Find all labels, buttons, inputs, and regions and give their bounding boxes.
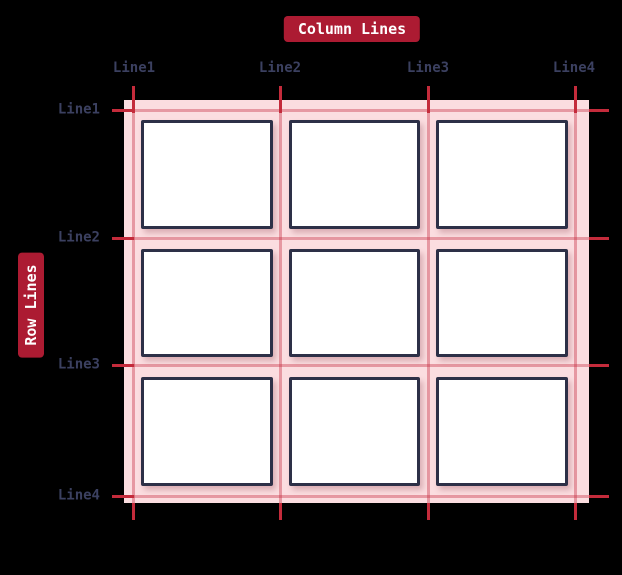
column-line-tick-top-3: [426, 86, 430, 113]
row-grid-line-1: [124, 108, 589, 112]
row-line-label-3: Line3: [57, 356, 100, 373]
row-lines-badge: Row Lines: [18, 252, 44, 358]
column-line-tick-top-2: [279, 86, 282, 113]
grid-item: [141, 377, 273, 486]
column-line-label-2: Line2: [258, 60, 302, 76]
row-line-tick-left-4: [112, 494, 134, 498]
grid-item: [288, 248, 421, 358]
grid-cell: [133, 367, 281, 496]
row-line-tick-left-2: [112, 236, 134, 240]
column-line-tick-top-4: [574, 86, 577, 113]
grid-cells: [133, 110, 576, 496]
grid-cell: [281, 239, 429, 368]
grid-cell: [133, 239, 281, 368]
column-grid-line-1: [131, 100, 135, 503]
row-line-tick-right-2: [589, 236, 609, 240]
column-line-tick-top-1: [131, 86, 135, 113]
column-line-label-1: Line1: [112, 60, 156, 76]
row-line-label-2: Line2: [57, 229, 100, 246]
grid-item: [141, 248, 273, 358]
column-grid-line-3: [426, 100, 430, 503]
grid-item: [436, 248, 568, 358]
grid-cell: [428, 367, 576, 496]
row-line-label-4: Line4: [57, 487, 100, 504]
row-grid-line-3: [124, 364, 589, 367]
grid-item: [288, 120, 421, 229]
column-grid-line-2: [279, 100, 282, 503]
row-line-tick-right-3: [589, 364, 609, 367]
row-line-label-1: Line1: [57, 101, 100, 118]
grid-cell: [133, 110, 281, 239]
row-line-tick-left-1: [112, 108, 134, 112]
column-lines-badge: Column Lines: [283, 16, 421, 42]
grid-item: [436, 120, 568, 229]
row-line-tick-right-4: [589, 494, 609, 498]
grid-item: [436, 377, 568, 486]
column-line-label-3: Line3: [406, 60, 450, 76]
row-grid-line-2: [124, 236, 589, 240]
grid-item: [141, 120, 273, 229]
column-line-tick-bottom-2: [279, 503, 282, 520]
grid-container: [124, 100, 589, 503]
row-grid-line-4: [124, 494, 589, 498]
row-line-tick-left-3: [112, 364, 134, 367]
grid-cell: [281, 367, 429, 496]
column-line-tick-bottom-3: [426, 503, 430, 520]
column-line-tick-bottom-4: [574, 503, 577, 520]
grid-cell: [428, 239, 576, 368]
grid-cell: [428, 110, 576, 239]
column-line-tick-bottom-1: [131, 503, 135, 520]
column-grid-line-4: [574, 100, 577, 503]
grid-item: [288, 377, 421, 486]
grid-cell: [281, 110, 429, 239]
column-line-label-4: Line4: [552, 60, 596, 76]
row-line-tick-right-1: [589, 108, 609, 112]
